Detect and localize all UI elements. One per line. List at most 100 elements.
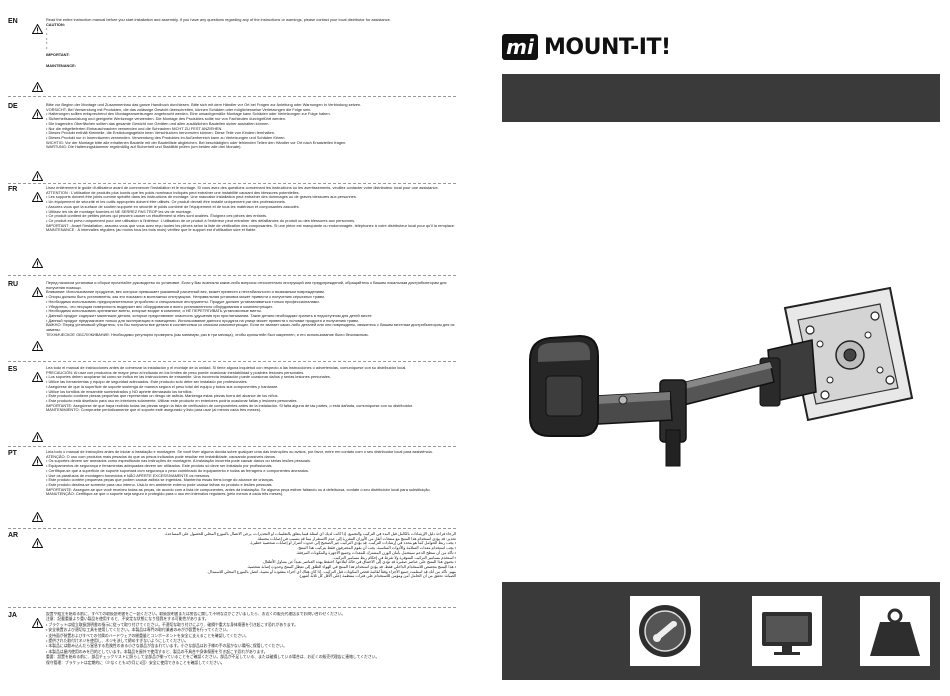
- lang-block-de: DE Bitte vor Beginn der Montage und Zusa…: [8, 103, 456, 181]
- paragraph: MAINTENANCE : À intervalles réguliers (a…: [46, 227, 257, 233]
- lang-block-ja: JA 設置や組立を始める前に、すべての取扱説明書をご一読ください。取扱説明書また…: [8, 612, 456, 694]
- paragraph: الصيانة: تحقق من أن الحامل آمن ومؤمن للا…: [298, 573, 456, 579]
- warning-icon: [32, 618, 43, 628]
- paragraph: • Use os parafusos de montagem fornecido…: [46, 472, 211, 478]
- paragraph: WARTUNG: Die Halterungsklammer regelmäßi…: [46, 144, 242, 150]
- caution-heading: CAUTION:: [46, 21, 66, 27]
- cover-column: mi MOUNT-IT!: [490, 0, 950, 696]
- paragraph: ATENÇÃO: O uso com produtos mais pesados…: [46, 453, 277, 459]
- paragraph: VORSICHT: Bei Verwendung mit Produkten, …: [46, 106, 312, 112]
- warning-icon: [32, 287, 43, 297]
- lang-block-ar: AR الرجاء قراءة دليل الإرشادات بالكامل ق…: [8, 532, 456, 604]
- paragraph: • Este produto contém pequenas peças que…: [46, 477, 275, 483]
- weight-capacity-icon: [870, 608, 920, 656]
- paragraph: • Utilice las herramientas y equipo de s…: [46, 379, 248, 385]
- lang-text: Lisez entièrement le guide d'utilisateur…: [46, 186, 456, 233]
- paragraph: • Данный продукт содержит маленькие дета…: [46, 312, 373, 318]
- pole-clamp: [529, 334, 599, 437]
- divider: [8, 96, 456, 97]
- warning-icon: [32, 372, 43, 382]
- warning-icon: [32, 192, 43, 202]
- paragraph: 設置や組立を始める前に、すべての取扱説明書をご一読ください。取扱説明書または警告…: [46, 612, 346, 616]
- paragraph: • Nur die mitgelieferten Einbauschrauben…: [46, 125, 223, 131]
- lang-code: AR: [8, 532, 19, 539]
- hardware-kit-icon: [639, 605, 691, 657]
- paragraph: WICHTIG: Vor der Montage bitte alle erha…: [46, 139, 347, 145]
- paragraph: • Este produto destina-se somente para u…: [46, 481, 273, 487]
- paragraph: ВАЖНО: Перед установкой убедитесь, что В…: [46, 322, 455, 333]
- divider: [8, 183, 456, 184]
- paragraph: • Os suportes devem ser anexados como es…: [46, 458, 311, 464]
- warning-icon: [32, 456, 43, 466]
- paragraph: تحذير: قد يؤدي استخدام هذا المنتج مع منت…: [256, 535, 456, 541]
- paragraph: • ブラケットは組立取扱説明書の指示に従って取り付けてください。不適切な取り付け…: [46, 622, 298, 627]
- paragraph: • يجب ربط الحوامل كما هو محدد في إرشادات…: [249, 540, 456, 546]
- warning-icon: [32, 341, 43, 351]
- lang-code: FR: [8, 186, 18, 193]
- warning-icon: [32, 109, 43, 119]
- lang-code: ES: [8, 366, 18, 373]
- paragraph: • Utilisez les vis de montage fournies e…: [46, 208, 193, 214]
- paragraph: • 提供された取付けネジを使用し、ネジを決して締めすぎないようにしてください。: [46, 639, 189, 644]
- list-item: [46, 46, 456, 51]
- paragraph: • 支持面が装置およびすべての付属のハードウェアの総重量とコンポーネントを安全に…: [46, 633, 249, 638]
- paragraph: • Asegúrese de que la superficie de sopo…: [46, 383, 279, 389]
- divider: [8, 528, 456, 529]
- warning-icon: [32, 512, 43, 522]
- warning-icon: [32, 432, 43, 442]
- paragraph: 保守管理：ブラケットは定期的に（少なくとも3か月に1回）安全に使用できることを確…: [46, 660, 225, 665]
- paragraph: • هذا المنتج مخصص للاستخدام الداخلي فقط.…: [246, 563, 456, 569]
- paragraph: • Los soportes deben acoplarse tal como …: [46, 374, 331, 380]
- paragraph: • Este producto contiene piezas pequeñas…: [46, 393, 279, 399]
- paragraph: • Ce produit contient de petites pièces …: [46, 213, 268, 219]
- paragraph: • Убедитесь, что несущая поверхность выд…: [46, 303, 274, 309]
- paragraph: • Utilice los tornillos de ensamble sumi…: [46, 388, 193, 394]
- paragraph: الرجاء قراءة دليل الإرشادات بالكامل قبل …: [164, 532, 456, 536]
- paragraph: • Необходимо использовать предохранитель…: [46, 298, 320, 304]
- lang-text: Lea todo el manual de instrucciones ante…: [46, 366, 456, 413]
- paragraph: IMPORTANT : Avant l'installation, assure…: [46, 222, 456, 228]
- intro-text: Read the entire instruction manual befor…: [46, 18, 391, 22]
- instructions-column: EN Read the entire instruction manual be…: [0, 0, 462, 696]
- divider: [8, 275, 456, 276]
- paragraph: Lisez entièrement le guide d'utilisateur…: [46, 186, 439, 190]
- monitor-icon: [762, 612, 812, 655]
- paragraph: • Данный продукт предназначен только для…: [46, 317, 359, 323]
- important-heading: IMPORTANT:: [46, 51, 70, 57]
- paragraph: • Die tragenden Oberflächen sollten das …: [46, 120, 270, 126]
- lang-block-ru: RU Перед началом установки и сборки проч…: [8, 281, 456, 359]
- paragraph: • Halterungen sollten entsprechend den M…: [46, 111, 331, 117]
- paragraph: • يجب استخدام معدات السلامة والأدوات الم…: [297, 545, 456, 551]
- paragraph: • Ce produit est prévu uniquement pour u…: [46, 217, 356, 223]
- lang-code: RU: [8, 281, 19, 288]
- paragraph: PRECAUCIÓN: Al usar con productos de may…: [46, 369, 305, 375]
- paragraph: 注意：記載重量より重い製品を使用すると、不安定な状態になり怪我をする可能性があり…: [46, 617, 209, 622]
- paragraph: • Este producto está diseñado para uso e…: [46, 397, 298, 403]
- feature-tile: [630, 596, 700, 666]
- paragraph: • Sicherheitsausrüstung und geeignete We…: [46, 116, 287, 122]
- paragraph: MANTENIMIENTO: Compruebe periódicamente …: [46, 407, 262, 413]
- lang-code: JA: [8, 612, 17, 619]
- paragraph: • Les supports doivent être joints comme…: [46, 194, 357, 200]
- paragraph: • Необходимо использовать крепежные винт…: [46, 308, 262, 314]
- paragraph: Lea todo el manual de instrucciones ante…: [46, 366, 407, 370]
- paragraph: MANUTENÇÃO: Certifique-se que o suporte …: [46, 491, 284, 497]
- divider: [8, 446, 456, 447]
- lang-block-fr: FR Lisez entièrement le guide d'utilisat…: [8, 186, 456, 270]
- paragraph: Leia todo o manual de instruções antes d…: [46, 450, 433, 454]
- paragraph: 重要：設置を始める前に、部品チェックリストに照らして全部品が揃っていることをご確…: [46, 655, 380, 660]
- paragraph: • Dieses Produkt enthält Kleinteile, die…: [46, 130, 276, 136]
- brand-logo-badge: mi: [502, 34, 538, 60]
- warning-icon: [32, 171, 43, 181]
- paragraph: • Опоры должны быть установлены, как это…: [46, 294, 325, 300]
- paragraph: • Equipamentos de segurança e ferramenta…: [46, 463, 273, 469]
- lang-text: 設置や組立を始める前に、すべての取扱説明書をご一読ください。取扱説明書または警告…: [46, 612, 456, 666]
- feature-tile: [752, 596, 822, 666]
- lang-text: الرجاء قراءة دليل الإرشادات بالكامل قبل …: [46, 532, 456, 579]
- warning-icon: [32, 258, 43, 268]
- paragraph: • Un équipement de sécurité et les outil…: [46, 199, 286, 205]
- paragraph: IMPORTANTE: Asegúrese de que haya recibi…: [46, 402, 414, 408]
- paragraph: مهم: تأكد من أنك قد استلمت جميع الأجزاء …: [206, 568, 456, 574]
- caution-list: [46, 27, 456, 50]
- monitor-arm-illustration: [529, 286, 914, 467]
